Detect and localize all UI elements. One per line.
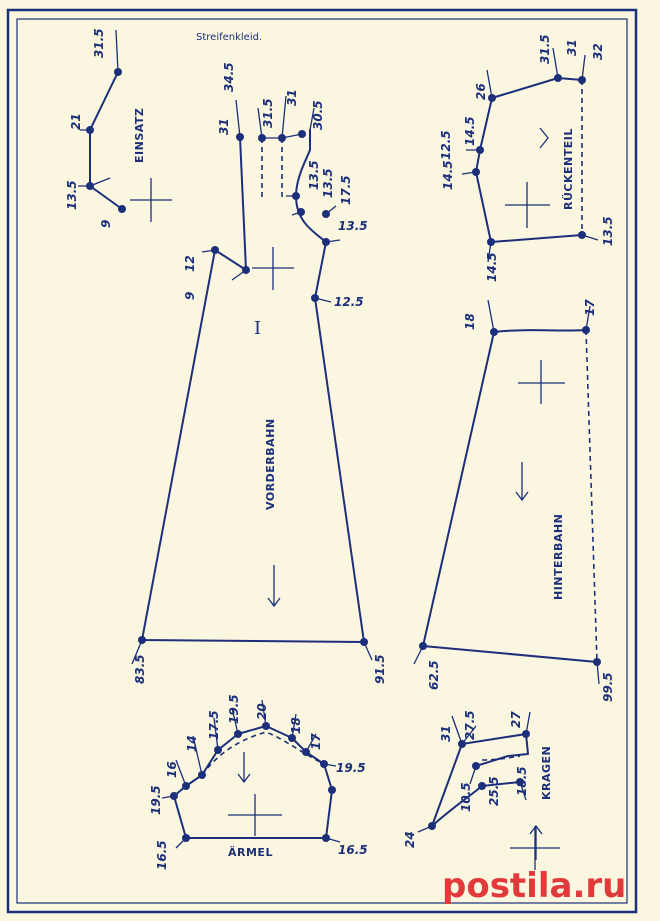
ruecken-meas-3: 32: [591, 43, 605, 60]
kragen-meas-2: 27.5: [463, 710, 477, 740]
vorderbahn-roman: I: [254, 318, 261, 339]
kragen-label: KRAGEN: [540, 746, 553, 800]
ruecken-meas-5: 14.5: [463, 116, 477, 146]
aermel-meas-7: 18: [289, 717, 303, 734]
vorder-meas-5: 30.5: [311, 100, 325, 130]
sheet-title: Streifenkleid.: [196, 32, 262, 43]
aermel-meas-5: 16: [165, 761, 179, 778]
ruecken-meas-7: 14.5: [441, 160, 455, 190]
kragen-meas-6: 18.5: [515, 766, 529, 796]
aermel-meas-9: 19.5: [336, 761, 366, 775]
aermel-meas-2: 19.5: [227, 694, 241, 724]
ruecken-meas-4: 26: [474, 83, 488, 100]
aermel-meas-10: 16.5: [155, 840, 169, 870]
kragen-meas-1: 31: [439, 725, 453, 742]
watermark: postila.ru: [442, 866, 626, 906]
einsatz-meas-3: 13.5: [65, 180, 79, 210]
aermel-meas-11: 16.5: [338, 843, 368, 857]
vorder-meas-9: 13.5: [338, 219, 368, 233]
einsatz-meas-1: 31.5: [92, 28, 106, 58]
vorder-meas-8: 17.5: [339, 175, 353, 205]
kragen-piece: 31 27.5 27 10.5 25.5 18.5 24 KRAGEN: [403, 710, 560, 870]
aermel-meas-3: 17.5: [207, 710, 221, 740]
aermel-meas-4: 14: [185, 735, 199, 752]
ruecken-meas-9: 13.5: [601, 216, 615, 246]
einsatz-piece: 31.5 21 13.5 9 EINSATZ: [65, 28, 172, 228]
ruecken-meas-6: 12.5: [439, 130, 453, 160]
vorder-meas-7: 13.5: [321, 168, 335, 198]
vorder-meas-11: 9: [183, 292, 197, 300]
inner-frame: [16, 18, 628, 904]
aermel-meas-1: 20: [255, 703, 269, 720]
kragen-meas-7: 24: [403, 831, 417, 848]
ruecken-meas-2: 31: [565, 39, 579, 56]
hinterbahn-label: HINTERBAHN: [552, 514, 565, 600]
vorderbahn-label: VORDERBAHN: [264, 418, 277, 510]
vorder-meas-4: 31: [285, 89, 299, 106]
einsatz-label: EINSATZ: [133, 108, 146, 163]
kragen-meas-4: 10.5: [459, 782, 473, 812]
vorder-meas-2: 31: [217, 118, 231, 135]
aermel-piece: 20 19.5 17.5 14 16 19.5 18 17 19.5 16.5 …: [149, 694, 368, 870]
kragen-meas-5: 25.5: [487, 776, 501, 806]
hinterbahn-piece: 18 17 62.5 99.5 HINTERBAHN: [413, 299, 615, 702]
outer-frame: [6, 8, 638, 914]
vorder-meas-1: 34.5: [222, 62, 236, 92]
vorder-meas-13: 83.5: [133, 654, 147, 684]
vorder-meas-14: 91.5: [373, 654, 387, 684]
hinter-meas-1: 18: [463, 313, 477, 330]
aermel-meas-8: 17: [309, 733, 323, 750]
ruecken-meas-1: 31.5: [538, 34, 552, 64]
hinter-meas-4: 99.5: [601, 672, 615, 702]
vorderbahn-piece: I 34.5 31 31.5 31 30.5 13.5 13.5 17.5 13…: [131, 62, 387, 684]
einsatz-meas-4: 9: [99, 220, 113, 228]
vorder-meas-6: 13.5: [307, 160, 321, 190]
ruecken-meas-8: 14.5: [485, 252, 499, 282]
hinter-meas-2: 17: [583, 299, 597, 316]
aermel-label: ÄRMEL: [228, 845, 273, 859]
rueckenteil-label: RÜCKENTEIL: [561, 128, 575, 210]
kragen-meas-3: 27: [509, 711, 523, 728]
vorder-meas-10: 12: [183, 255, 197, 272]
vorder-meas-12: 12.5: [334, 295, 364, 309]
vorder-meas-3: 31.5: [261, 98, 275, 128]
hinter-meas-3: 62.5: [427, 660, 441, 690]
aermel-meas-6: 19.5: [149, 785, 163, 815]
einsatz-meas-2: 21: [69, 113, 83, 130]
rueckenteil-piece: 31.5 31 32 26 14.5 12.5 14.5 14.5 13.5 R…: [439, 34, 615, 282]
